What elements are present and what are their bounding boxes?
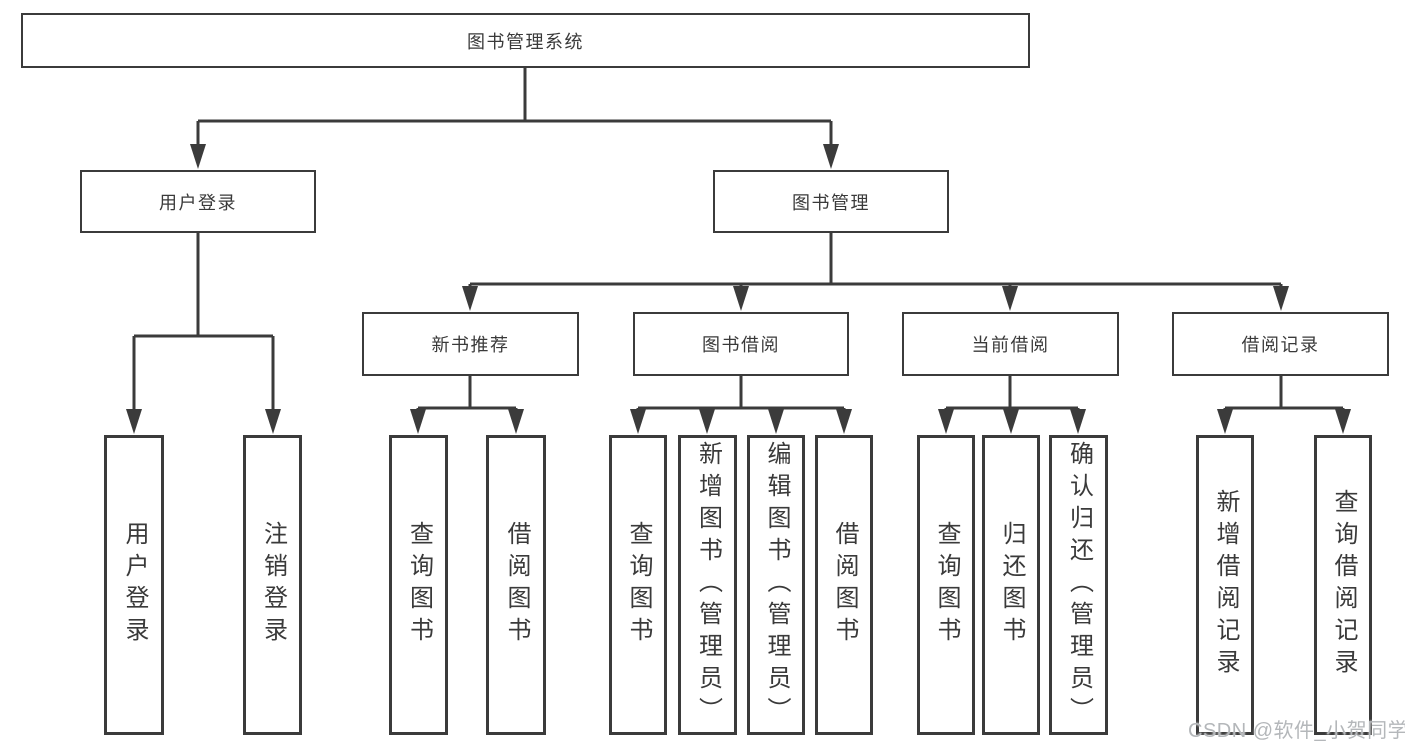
- node-book-borrowing-label: 图书借阅: [702, 335, 780, 355]
- leaf-borrow-edit-books-admin: 编辑图书（管理员）: [747, 435, 805, 735]
- leaf-records-add-record-label: 新增借阅记录: [1212, 489, 1239, 681]
- leaf-borrow-add-books-admin-label: 新增图书（管理员）: [694, 441, 722, 729]
- leaf-current-confirm-return-admin-label: 确认归还（管理员）: [1065, 441, 1093, 729]
- leaf-user-login: 用户登录: [104, 435, 164, 735]
- node-new-book-recommend-label: 新书推荐: [431, 335, 510, 355]
- leaf-current-confirm-return-admin: 确认归还（管理员）: [1049, 435, 1108, 735]
- node-root-label: 图书管理系统: [467, 31, 584, 52]
- leaf-records-query-record-label: 查询借阅记录: [1330, 489, 1357, 681]
- leaf-newbook-borrow-books: 借阅图书: [486, 435, 546, 735]
- node-user-login-label: 用户登录: [159, 192, 237, 213]
- leaf-borrow-borrow-books: 借阅图书: [815, 435, 873, 735]
- leaf-current-query-books-label: 查询图书: [933, 521, 960, 649]
- node-borrowing-records: 借阅记录: [1172, 312, 1389, 376]
- node-user-login: 用户登录: [80, 170, 316, 233]
- node-borrowing-records-label: 借阅记录: [1241, 335, 1320, 355]
- leaf-current-return-books: 归还图书: [982, 435, 1040, 735]
- leaf-newbook-query-books: 查询图书: [389, 435, 448, 735]
- node-new-book-recommend: 新书推荐: [362, 312, 579, 376]
- csdn-watermark: CSDN @软件_小贺同学: [1188, 720, 1405, 742]
- node-current-borrowing: 当前借阅: [902, 312, 1119, 376]
- leaf-logout-label: 注销登录: [259, 521, 287, 649]
- leaf-borrow-query-books-label: 查询图书: [625, 521, 652, 649]
- node-current-borrowing-label: 当前借阅: [971, 335, 1050, 355]
- leaf-borrow-edit-books-admin-label: 编辑图书（管理员）: [763, 441, 790, 729]
- node-book-management-label: 图书管理: [792, 192, 870, 213]
- leaf-newbook-borrow-books-label: 借阅图书: [503, 521, 530, 649]
- leaf-borrow-add-books-admin: 新增图书（管理员）: [678, 435, 737, 735]
- leaf-current-return-books-label: 归还图书: [998, 521, 1025, 649]
- node-root-system: 图书管理系统: [21, 13, 1030, 68]
- leaf-borrow-borrow-books-label: 借阅图书: [831, 521, 858, 649]
- leaf-records-add-record: 新增借阅记录: [1196, 435, 1254, 735]
- leaf-newbook-query-books-label: 查询图书: [405, 521, 433, 649]
- leaf-records-query-record: 查询借阅记录: [1314, 435, 1372, 735]
- leaf-borrow-query-books: 查询图书: [609, 435, 667, 735]
- leaf-logout: 注销登录: [243, 435, 302, 735]
- node-book-management: 图书管理: [713, 170, 949, 233]
- leaf-current-query-books: 查询图书: [917, 435, 975, 735]
- leaf-user-login-label: 用户登录: [121, 521, 148, 649]
- node-book-borrowing: 图书借阅: [633, 312, 849, 376]
